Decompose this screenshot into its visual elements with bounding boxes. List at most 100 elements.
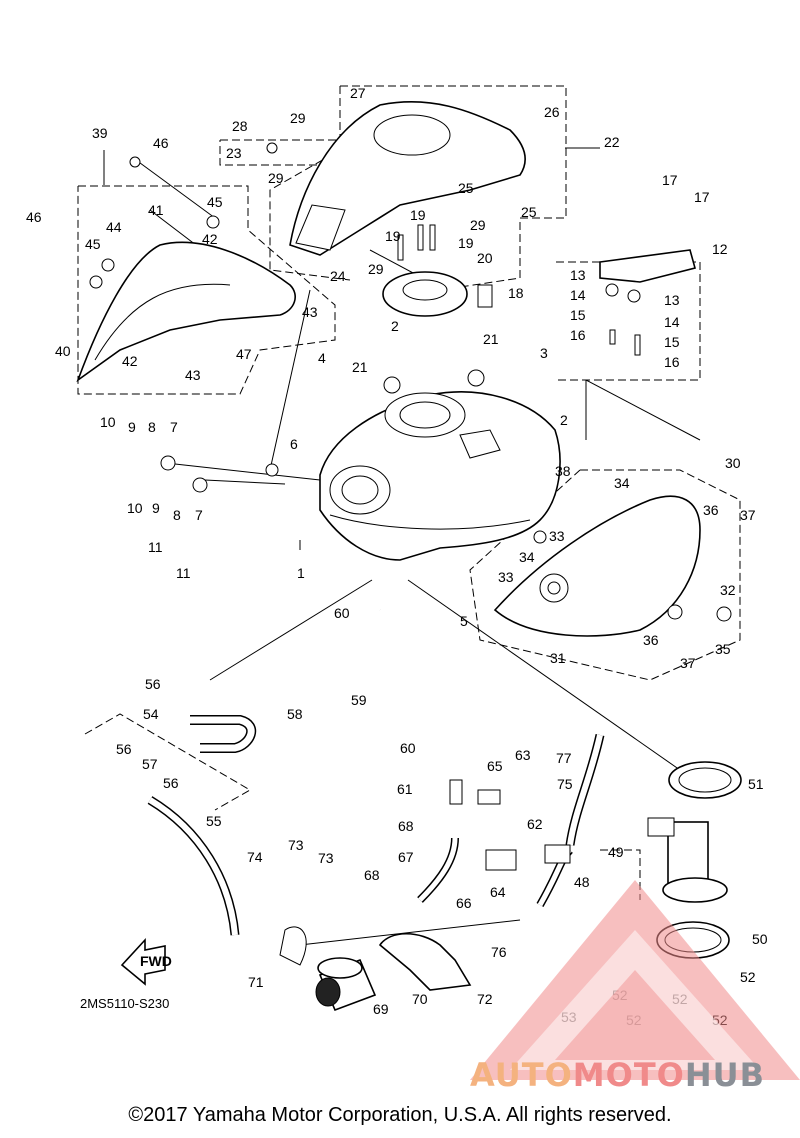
- callout-25b: 25: [521, 204, 537, 220]
- callout-32: 32: [720, 582, 736, 598]
- callout-21: 21: [352, 359, 368, 375]
- callout-8: 8: [148, 419, 156, 435]
- fwd-label: FWD: [140, 953, 172, 969]
- callout-69: 69: [373, 1001, 389, 1017]
- tank-cover: [289, 101, 526, 256]
- callout-33b: 33: [498, 569, 514, 585]
- callout-66: 66: [456, 895, 472, 911]
- callout-77: 77: [556, 750, 572, 766]
- callout-20: 20: [477, 250, 493, 266]
- callout-8b: 8: [173, 507, 181, 523]
- callout-46: 46: [153, 135, 169, 151]
- hoses: [147, 609, 605, 936]
- callout-65: 65: [487, 758, 503, 774]
- callout-55: 55: [206, 813, 222, 829]
- filler-cap: [382, 271, 493, 317]
- callout-36: 36: [703, 502, 719, 518]
- callout-2b: 2: [560, 412, 568, 428]
- callout-18: 18: [508, 285, 524, 301]
- callout-16b: 16: [664, 354, 680, 370]
- callout-57: 57: [142, 756, 158, 772]
- callout-15b: 15: [664, 334, 680, 350]
- callout-19b: 19: [385, 228, 401, 244]
- small-parts: [89, 142, 732, 871]
- callout-45b: 45: [85, 236, 101, 252]
- callout-7: 7: [170, 419, 178, 435]
- callout-63: 63: [515, 747, 531, 763]
- callout-5: 5: [460, 613, 468, 629]
- callout-37: 37: [740, 507, 756, 523]
- callout-76: 76: [491, 944, 507, 960]
- callout-14b: 14: [664, 314, 680, 330]
- callout-40: 40: [55, 343, 71, 359]
- callout-29: 29: [290, 110, 306, 126]
- callout-37b: 37: [680, 655, 696, 671]
- callout-6: 6: [290, 436, 298, 452]
- callout-21b: 21: [483, 331, 499, 347]
- callout-73: 73: [288, 837, 304, 853]
- callout-42: 42: [202, 231, 218, 247]
- canister: [279, 926, 472, 1012]
- watermark-text-auto: AUTO: [470, 1056, 573, 1094]
- callout-56: 56: [145, 676, 161, 692]
- callout-48: 48: [574, 874, 590, 890]
- callout-56c: 56: [163, 775, 179, 791]
- callout-59: 59: [351, 692, 367, 708]
- callout-60b: 60: [400, 740, 416, 756]
- callout-10: 10: [100, 414, 116, 430]
- callout-24: 24: [330, 268, 346, 284]
- callout-30: 30: [725, 455, 741, 471]
- callout-34: 34: [614, 475, 630, 491]
- callout-labels: 1 2 2 3 4 5 6 7 7 8 8 9 9 10 10 11 11 12…: [26, 85, 768, 1028]
- callout-50: 50: [752, 931, 768, 947]
- callout-13: 13: [570, 267, 586, 283]
- callout-11b: 11: [176, 565, 191, 581]
- callout-10b: 10: [127, 500, 143, 516]
- watermark-text-moto: MOTO: [572, 1056, 685, 1094]
- callout-33: 33: [549, 528, 565, 544]
- callout-16: 16: [570, 327, 586, 343]
- callout-68b: 68: [364, 867, 380, 883]
- callout-61: 61: [397, 781, 413, 797]
- diagram-code: 2MS5110-S230: [80, 996, 170, 1011]
- watermark-text: AUTOMOTOHUB: [470, 1056, 765, 1094]
- callout-15: 15: [570, 307, 586, 323]
- callout-23: 23: [226, 145, 242, 161]
- under-cover: [493, 495, 701, 637]
- callout-19: 19: [410, 207, 426, 223]
- callout-25: 25: [458, 180, 474, 196]
- callout-29b: 29: [268, 170, 284, 186]
- callout-72: 72: [477, 991, 493, 1007]
- callout-22: 22: [604, 134, 620, 150]
- callout-41: 41: [148, 202, 164, 218]
- callout-46b: 46: [26, 209, 42, 225]
- callout-27: 27: [350, 85, 366, 101]
- callout-38: 38: [555, 463, 571, 479]
- callout-29d: 29: [368, 261, 384, 277]
- callout-28: 28: [232, 118, 248, 134]
- callout-62: 62: [527, 816, 543, 832]
- callout-60: 60: [334, 605, 350, 621]
- callout-9: 9: [128, 419, 136, 435]
- bracket: [599, 249, 696, 283]
- callout-64: 64: [490, 884, 506, 900]
- side-cover: [76, 241, 296, 383]
- callout-47: 47: [236, 346, 252, 362]
- callout-13b: 13: [664, 292, 680, 308]
- callout-54: 54: [143, 706, 159, 722]
- fwd-arrow: FWD: [120, 937, 172, 986]
- callout-3: 3: [540, 345, 548, 361]
- callout-9b: 9: [152, 500, 160, 516]
- callout-73b: 73: [318, 850, 334, 866]
- callout-43b: 43: [185, 367, 201, 383]
- callout-29c: 29: [470, 217, 486, 233]
- callout-14: 14: [570, 287, 586, 303]
- callout-1: 1: [297, 565, 305, 581]
- callout-26: 26: [544, 104, 560, 120]
- callout-68: 68: [398, 818, 414, 834]
- watermark-text-hub: HUB: [684, 1056, 766, 1094]
- callout-74: 74: [247, 849, 263, 865]
- callout-67: 67: [398, 849, 414, 865]
- callout-45: 45: [207, 194, 223, 210]
